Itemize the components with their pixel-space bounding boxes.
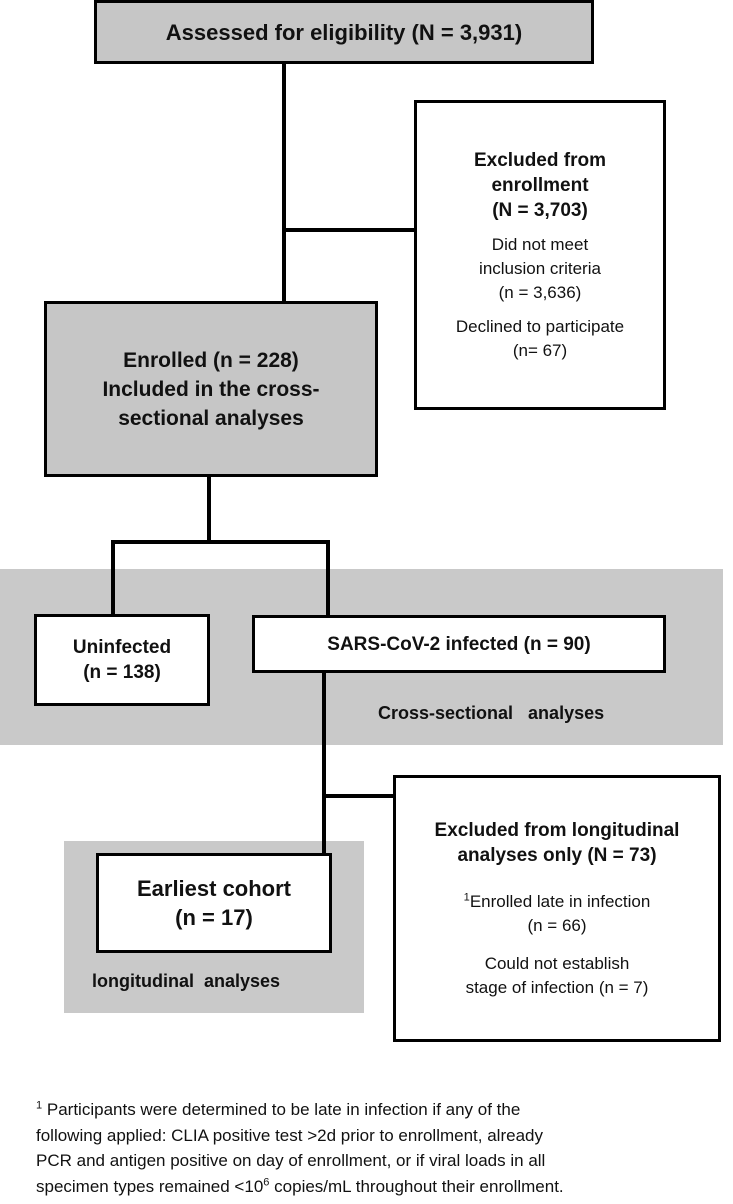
declined-label: Declined to participate — [455, 316, 625, 336]
late-enrollment-count: (n = 66) — [527, 915, 587, 935]
excluded-longitudinal-title-line2: analyses only (N = 73) — [457, 844, 657, 866]
late-enrollment-text: Enrolled late in infection — [469, 891, 651, 911]
stage-line2: stage of infection (n = 7) — [465, 977, 649, 997]
connector-enrolled-split — [207, 473, 211, 542]
longitudinal-label: longitudinal analyses — [92, 971, 281, 991]
late-footnote-marker: 1 — [463, 890, 470, 903]
footnote-line4-pre: specimen types remained <10 — [36, 1176, 264, 1196]
enrolled-line3: sectional analyses — [118, 406, 304, 430]
earliest-line2: (n = 17) — [175, 905, 253, 930]
infected-label: SARS-CoV-2 infected (n = 90) — [327, 633, 591, 655]
connector-to-infected — [326, 540, 330, 617]
footnote-marker: 1 — [36, 1099, 43, 1112]
earliest-cohort-box: Earliest cohort (n = 17) — [96, 853, 332, 953]
assessed-label: Assessed for eligibility (N = 3,931) — [165, 19, 523, 45]
excluded-enrollment-title-line3: (N = 3,703) — [492, 199, 588, 221]
uninfected-box: Uninfected (n = 138) — [34, 614, 210, 706]
connector-exclusion-branch — [282, 228, 416, 232]
footnote-exponent: 6 — [263, 1175, 270, 1188]
enrolled-box: Enrolled (n = 228) Included in the cross… — [44, 301, 378, 477]
cross-sectional-label: Cross-sectional analyses — [378, 703, 605, 723]
connector-split-horizontal — [111, 540, 330, 544]
excluded-enrollment-title-line1: Excluded from — [474, 149, 606, 171]
footnote-line3: PCR and antigen positive on day of enrol… — [36, 1151, 546, 1170]
footnote: 1 Participants were determined to be lat… — [36, 1097, 726, 1199]
infected-box: SARS-CoV-2 infected (n = 90) — [252, 615, 666, 673]
uninfected-line1: Uninfected — [72, 637, 172, 658]
excluded-enrollment-box: Excluded from enrollment (N = 3,703) Did… — [414, 100, 666, 410]
connector-to-uninfected — [111, 540, 115, 616]
footnote-line4-post: copies/mL throughout their enrollment. — [269, 1176, 564, 1196]
enrolled-line2: Included in the cross- — [102, 377, 320, 401]
excluded-enrollment-title-line2: enrollment — [491, 174, 589, 196]
footnote-line1-text: Participants were determined to be late … — [42, 1100, 521, 1119]
enrolled-line1: Enrolled (n = 228) — [123, 348, 299, 372]
footnote-line2: following applied: CLIA positive test >2… — [36, 1125, 543, 1145]
stage-line1: Could not establish — [484, 953, 630, 973]
declined-count: (n= 67) — [512, 340, 568, 360]
late-enrollment-label: 1Enrolled late in infection — [464, 890, 651, 914]
connector-longitudinal-branch — [322, 794, 395, 798]
criteria-count: (n = 3,636) — [498, 282, 582, 302]
assessed-box: Assessed for eligibility (N = 3,931) — [94, 0, 594, 64]
earliest-line1: Earliest cohort — [136, 876, 292, 901]
footnote-line1: 1 Participants were determined to be lat… — [36, 1097, 726, 1123]
criteria-line1: Did not meet — [491, 234, 589, 254]
excluded-longitudinal-box: Excluded from longitudinal analyses only… — [393, 775, 721, 1042]
connector-infected-earliest — [322, 670, 326, 856]
connector-assessed-enrolled — [282, 62, 286, 304]
criteria-line2: inclusion criteria — [479, 258, 601, 278]
footnote-line4: specimen types remained <106 copies/mL t… — [36, 1174, 726, 1200]
uninfected-line2: (n = 138) — [83, 662, 161, 683]
excluded-longitudinal-title-line1: Excluded from longitudinal — [434, 819, 680, 841]
